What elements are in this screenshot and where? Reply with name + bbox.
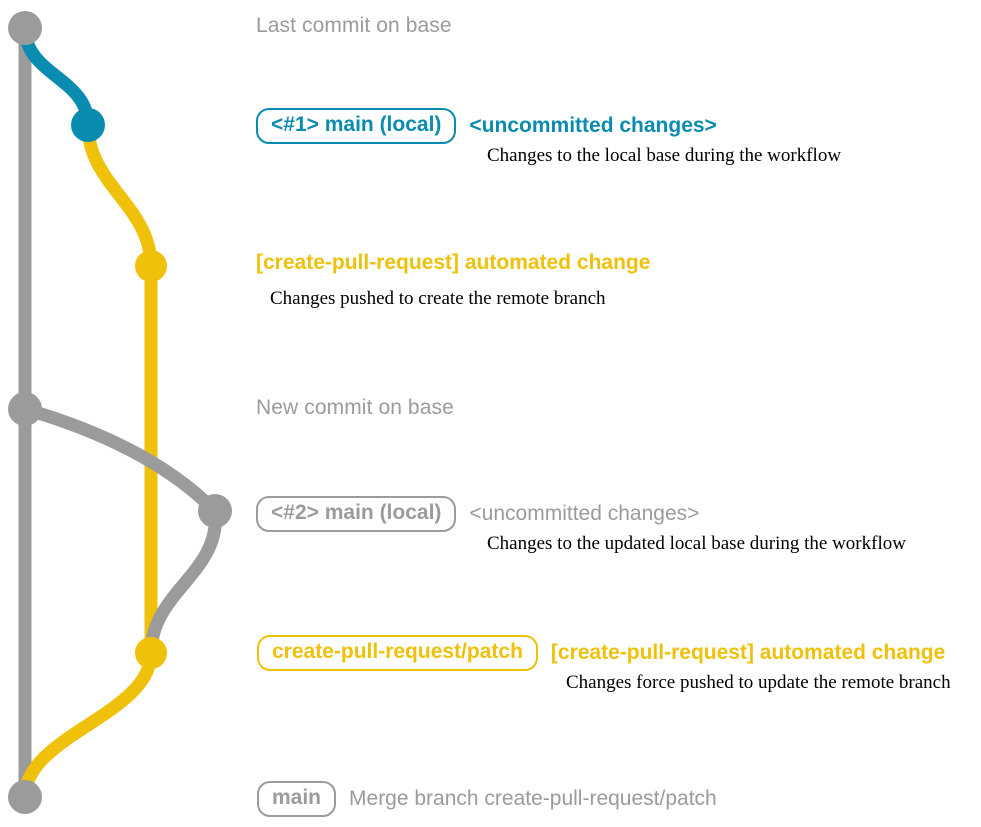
branch-badge-local-main-2[interactable]: <#2> main (local) [256,496,457,533]
node-last-commit-on-base [8,11,42,45]
edge-base2-to-local2 [18,402,222,518]
node-automated-change-1 [135,250,167,282]
commit-headline: <uncommitted changes> [469,502,700,526]
branch-badge-main[interactable]: main [257,781,337,818]
node-local-main-2 [198,494,232,528]
node-local-main-1 [71,108,105,142]
edge-local1-to-patch1 [81,118,158,273]
commit-subline-local-main-1: Changes to the local base during the wor… [487,145,842,166]
node-merge-commit [8,780,42,814]
edge-local2-to-patch2 [144,504,222,660]
commit-headline: Last commit on base [256,14,452,37]
commit-row-merge-commit: main Merge branch create-pull-request/pa… [257,781,717,818]
node-automated-change-2 [135,637,167,669]
commit-row-local-main-1: <#1> main (local) <uncommitted changes> [256,108,717,145]
commit-headline: [create-pull-request] automated change [550,641,946,665]
commit-row-automated-change-1: [create-pull-request] automated change [256,251,650,275]
commit-row-automated-change-2: create-pull-request/patch [create-pull-r… [257,635,946,672]
commit-subline-automated-change-2: Changes force pushed to update the remot… [566,672,951,693]
commit-headline: [create-pull-request] automated change [256,251,651,274]
commit-nodes [8,11,232,814]
branch-badge-create-pull-request-patch[interactable]: create-pull-request/patch [257,635,538,672]
node-new-commit-on-base [8,392,42,426]
commit-row-new-commit-on-base: New commit on base [256,396,454,420]
commit-headline: Merge branch create-pull-request/patch [349,787,717,811]
commit-subline-automated-change-1: Changes pushed to create the remote bran… [270,288,606,309]
commit-headline: <uncommitted changes> [469,114,717,138]
commit-row-local-main-2: <#2> main (local) <uncommitted changes> [256,496,700,533]
commit-subline-local-main-2: Changes to the updated local base during… [487,533,906,554]
commit-headline: New commit on base [256,396,454,419]
edge-base-to-local1 [18,21,95,132]
edge-patch2-to-merge [18,646,158,804]
branch-badge-local-main-1[interactable]: <#1> main (local) [256,108,457,145]
commit-row-last-commit-on-base: Last commit on base [256,14,452,38]
